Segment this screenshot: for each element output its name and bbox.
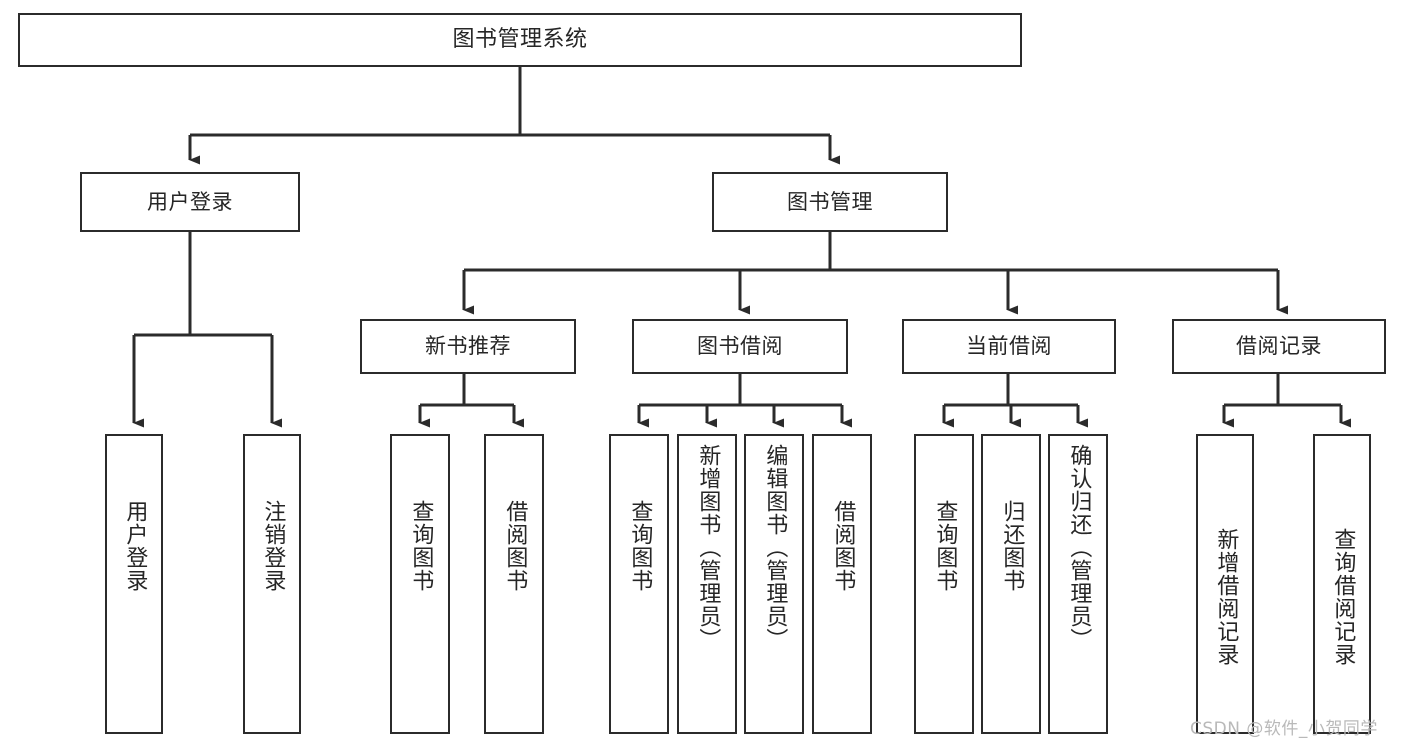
leaf-borrow-edit-label: 编辑图书（管理员） xyxy=(762,444,788,651)
leaf-borrow-lend-label: 借阅图书 xyxy=(830,500,856,592)
leaf-rec-borrow[interactable]: 借阅图书 xyxy=(484,434,544,734)
leaf-cur-confirm-label: 确认归还（管理员） xyxy=(1066,444,1092,651)
leaf-cur-query[interactable]: 查询图书 xyxy=(914,434,974,734)
leaf-borrow-add-label: 新增图书（管理员） xyxy=(695,444,721,651)
leaf-user-login[interactable]: 用户登录 xyxy=(105,434,163,734)
leaf-rec-query[interactable]: 查询图书 xyxy=(390,434,450,734)
node-new-book-rec-label: 新书推荐 xyxy=(425,334,511,359)
leaf-rec-borrow-label: 借阅图书 xyxy=(502,500,528,592)
leaf-rec-query-record[interactable]: 查询借阅记录 xyxy=(1313,434,1371,734)
leaf-user-login-label: 用户登录 xyxy=(122,500,148,592)
leaf-borrow-add[interactable]: 新增图书（管理员） xyxy=(677,434,737,734)
leaf-cur-query-label: 查询图书 xyxy=(932,500,958,592)
leaf-user-logout[interactable]: 注销登录 xyxy=(243,434,301,734)
node-borrow-record[interactable]: 借阅记录 xyxy=(1172,319,1386,374)
leaf-borrow-lend[interactable]: 借阅图书 xyxy=(812,434,872,734)
node-user-login[interactable]: 用户登录 xyxy=(80,172,300,232)
leaf-rec-add-label: 新增借阅记录 xyxy=(1213,528,1239,666)
leaf-rec-add[interactable]: 新增借阅记录 xyxy=(1196,434,1254,734)
node-root-label: 图书管理系统 xyxy=(452,27,588,53)
leaf-rec-query-label: 查询图书 xyxy=(408,500,434,592)
node-current-borrow-label: 当前借阅 xyxy=(966,334,1052,359)
node-root[interactable]: 图书管理系统 xyxy=(18,13,1022,67)
node-user-login-label: 用户登录 xyxy=(147,189,233,214)
leaf-borrow-query-label: 查询图书 xyxy=(627,500,653,592)
node-current-borrow[interactable]: 当前借阅 xyxy=(902,319,1116,374)
leaf-borrow-edit[interactable]: 编辑图书（管理员） xyxy=(744,434,804,734)
leaf-cur-return-label: 归还图书 xyxy=(999,500,1025,592)
node-book-manage-label: 图书管理 xyxy=(787,189,873,214)
leaf-borrow-query[interactable]: 查询图书 xyxy=(609,434,669,734)
leaf-cur-confirm[interactable]: 确认归还（管理员） xyxy=(1048,434,1108,734)
node-book-borrow[interactable]: 图书借阅 xyxy=(632,319,848,374)
node-book-borrow-label: 图书借阅 xyxy=(697,334,783,359)
node-new-book-rec[interactable]: 新书推荐 xyxy=(360,319,576,374)
leaf-cur-return[interactable]: 归还图书 xyxy=(981,434,1041,734)
node-borrow-record-label: 借阅记录 xyxy=(1236,334,1322,359)
leaf-rec-query-record-label: 查询借阅记录 xyxy=(1330,528,1356,666)
node-book-manage[interactable]: 图书管理 xyxy=(712,172,948,232)
leaf-user-logout-label: 注销登录 xyxy=(260,500,286,592)
